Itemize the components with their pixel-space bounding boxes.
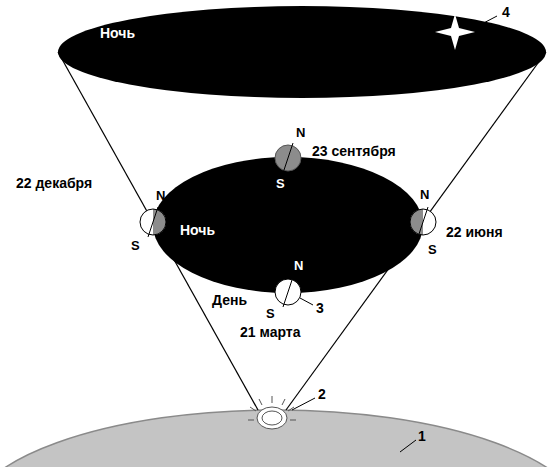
globe (140, 207, 166, 237)
night-ellipse: Ночь (58, 6, 546, 98)
night-label: Ночь (180, 222, 215, 238)
pole-label: S (276, 176, 285, 192)
globe (410, 207, 436, 237)
pole-label: N (156, 188, 165, 204)
pole-label: S (131, 238, 140, 254)
cone-line (58, 52, 258, 410)
pole-label: N (420, 187, 429, 203)
pole-label: S (428, 242, 437, 258)
callout-number: 1 (418, 428, 426, 444)
globe (275, 143, 301, 173)
leader-line (300, 298, 313, 305)
pole-label: N (296, 125, 305, 141)
date-label: 22 июня (446, 224, 503, 240)
ellipse-shape (58, 6, 546, 98)
leader-line (292, 398, 315, 410)
pole-label: S (266, 306, 275, 322)
callout-number: 3 (316, 300, 324, 316)
leader-line (476, 16, 497, 27)
star (435, 14, 475, 50)
sun (248, 396, 296, 429)
callout-number: 4 (502, 4, 510, 20)
leader-line (400, 440, 416, 452)
pole-label: N (294, 258, 303, 274)
cone-line (286, 52, 546, 410)
date-label: 21 марта (240, 324, 300, 340)
night-ellipse: Ночь (153, 157, 423, 293)
night-label: Ночь (100, 25, 135, 41)
globe (275, 277, 301, 307)
date-label: 23 сентября (312, 143, 396, 159)
day-label: День (212, 292, 247, 308)
callout-number: 2 (318, 386, 326, 402)
date-label: 22 декабря (16, 175, 92, 191)
